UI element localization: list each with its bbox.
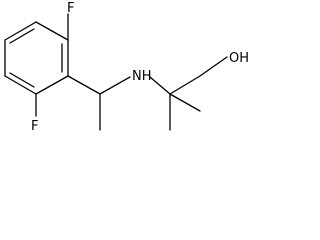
bond-ch2-to-oh bbox=[199, 56, 228, 77]
bond-nh-to-quaternary-c bbox=[149, 76, 171, 95]
atom-label-fluorine-bottom: F bbox=[31, 119, 38, 134]
bond-ring-to-ch bbox=[67, 75, 101, 95]
atom-label-fluorine-top: F bbox=[67, 1, 74, 16]
chemical-structure-diagram: F F NH OH bbox=[4, 1, 249, 134]
ring-bond-c2-c3 bbox=[35, 75, 69, 95]
ring-bond-c3-c4 bbox=[4, 75, 37, 95]
ring-bond-c5-c6 bbox=[4, 21, 37, 41]
bond-quaternary-c-to-ch2 bbox=[169, 75, 201, 95]
atom-label-nh: NH bbox=[132, 69, 152, 84]
ring-double-bond-inner-lower bbox=[9, 72, 35, 88]
benzene-ring bbox=[4, 21, 69, 95]
ring-double-bond-inner-upper bbox=[9, 28, 35, 44]
atom-label-oh: OH bbox=[229, 51, 249, 66]
bond-ch-to-nh bbox=[99, 76, 131, 95]
bond-quaternary-c-to-methyl-right bbox=[169, 93, 201, 112]
ring-bond-c6-c1 bbox=[35, 21, 69, 41]
